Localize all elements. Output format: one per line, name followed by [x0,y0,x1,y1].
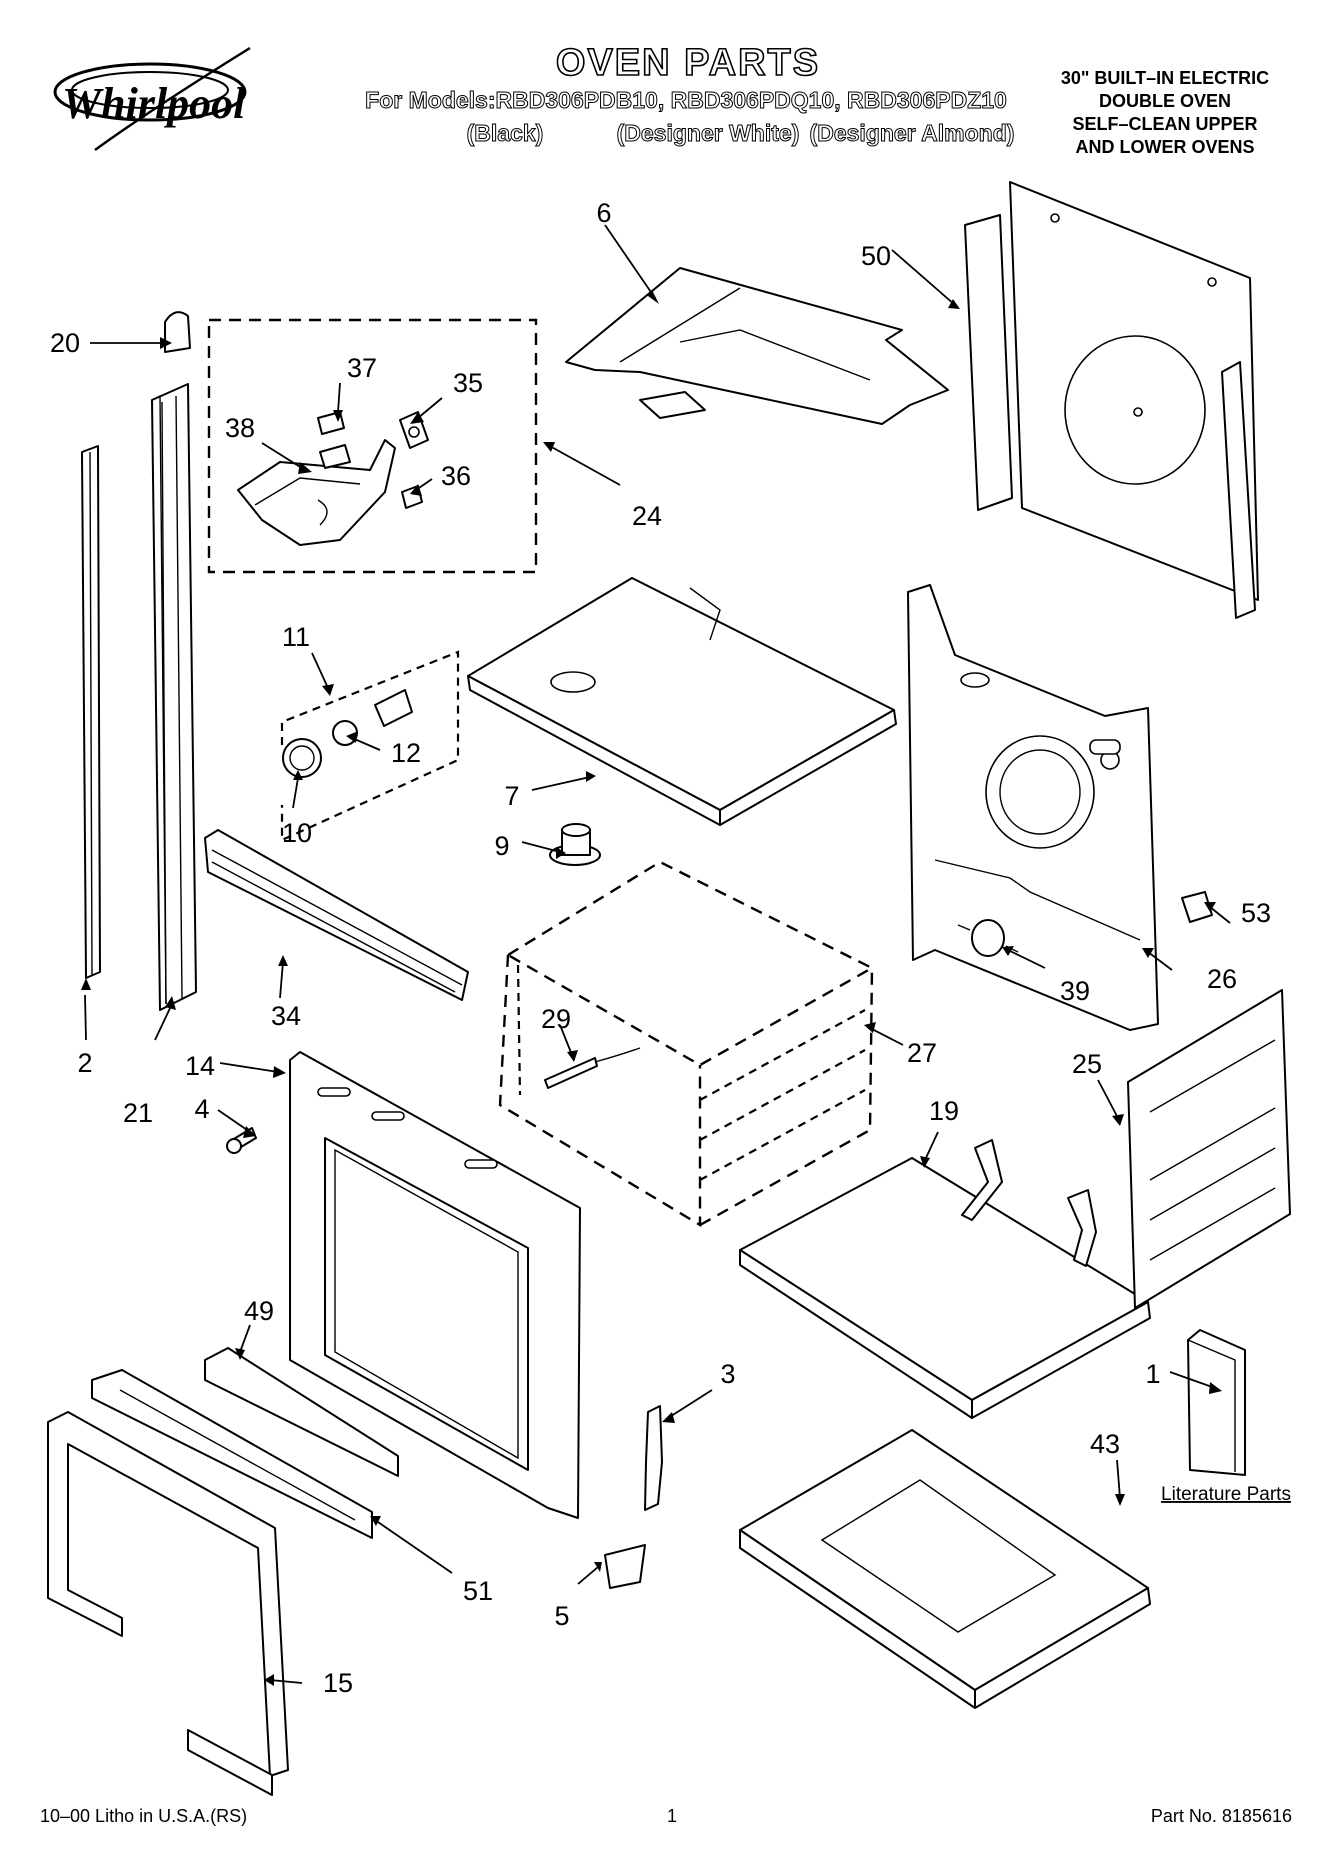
callout-25: 25 [1072,1049,1102,1079]
part-53-clip [1181,891,1213,923]
product-description-line-4: AND LOWER OVENS [1075,137,1254,157]
part-27-oven-cavity [498,860,875,1228]
part-3-bracket [644,1405,663,1511]
part-14-front-frame [289,1051,581,1519]
part-11-light-assembly-boundary [280,650,460,842]
leader-lines [84,224,1231,1684]
callout-29: 29 [541,1004,571,1034]
variant-designer-white: (Designer White) [617,120,800,146]
callout-5: 5 [554,1601,569,1631]
callout-9: 9 [494,831,509,861]
part-49-trim-bar [204,1347,399,1477]
part-9-sensor-knob [549,823,601,866]
part-5-bracket [604,1544,646,1589]
callout-6: 6 [596,198,611,228]
part-10-lamp-lens [282,738,322,778]
callout-24: 24 [632,501,662,531]
part-11-socket [374,689,413,727]
part-number: Part No. 8185616 [1151,1806,1292,1826]
callout-numbers: 20 2 21 6 50 37 35 38 36 24 11 12 10 7 9… [50,198,1271,1698]
print-info: 10–00 Litho in U.S.A.(RS) [40,1806,247,1826]
callout-12: 12 [391,738,421,768]
part-43-bottom-tray [739,1429,1151,1709]
literature-parts-label: Literature Parts [1161,1484,1291,1505]
callout-3: 3 [720,1359,735,1389]
callout-14: 14 [185,1051,215,1081]
part-19-bottom-panel [739,1139,1151,1419]
callout-19: 19 [929,1096,959,1126]
variant-black: (Black) [467,120,544,146]
part-20-cap [164,311,191,353]
product-description-line-1: 30" BUILT–IN ELECTRIC [1061,68,1269,88]
callout-35: 35 [453,368,483,398]
variant-designer-almond: (Designer Almond) [810,120,1015,146]
callout-10: 10 [282,818,312,848]
callout-51: 51 [463,1576,493,1606]
part-26-side-panel [907,584,1159,1031]
callout-20: 20 [50,328,80,358]
callout-39: 39 [1060,976,1090,1006]
callout-2: 2 [77,1048,92,1078]
callout-37: 37 [347,353,377,383]
brand-name: Whirlpool [62,79,246,128]
part-7-top-cover [467,577,897,826]
callout-50: 50 [861,241,891,271]
callout-11: 11 [282,622,310,652]
callout-15: 15 [323,1668,353,1698]
callout-43: 43 [1090,1429,1120,1459]
part-15-door-gasket [47,1411,289,1796]
callout-34: 34 [271,1001,301,1031]
part-29-sensor-probe [544,1047,641,1089]
product-description-line-3: SELF–CLEAN UPPER [1072,114,1257,134]
callout-27: 27 [907,1038,937,1068]
callout-36: 36 [441,461,471,491]
part-35-latch [399,411,429,449]
callout-53: 53 [1241,898,1271,928]
part-38-bracket [237,439,396,546]
callout-26: 26 [1207,964,1237,994]
part-6-top-duct-panel [565,267,949,425]
part-50-rear-panel [964,181,1259,619]
leader-arrowheads [81,290,1222,1686]
part-2-side-trim [81,445,101,979]
part-24-assembly-boundary [207,318,538,574]
callout-7: 7 [504,781,519,811]
page-title: OVEN PARTS [556,42,820,84]
callout-4: 4 [194,1094,209,1124]
part-12-bulb [332,720,358,746]
callout-49: 49 [244,1296,274,1326]
part-39-thermostat [957,919,1019,957]
part-34-vent-grille [204,829,469,1001]
part-25-side-panel [1127,989,1291,1309]
callout-38: 38 [225,413,255,443]
model-numbers: For Models:RBD306PDB10, RBD306PDQ10, RBD… [365,87,1007,113]
callout-1: 1 [1145,1359,1160,1389]
page-number: 1 [667,1806,677,1826]
callout-21: 21 [123,1098,153,1128]
part-21-side-trim [151,383,197,1011]
product-description-line-2: DOUBLE OVEN [1099,91,1231,111]
whirlpool-logo: Whirlpool [53,46,251,152]
part-51-vent-trim [91,1369,373,1539]
part-1-literature-booklet [1187,1329,1246,1476]
